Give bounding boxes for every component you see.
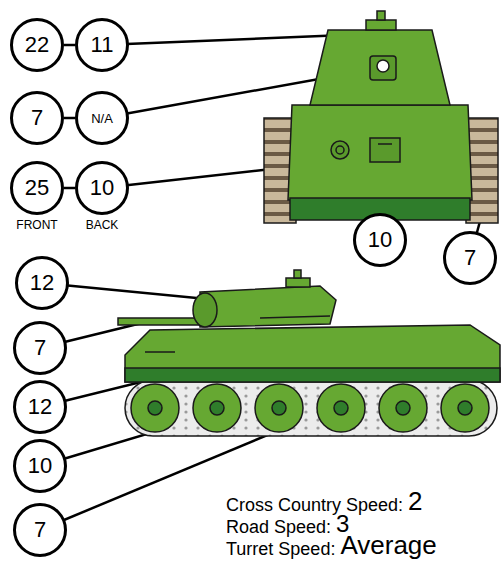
connector-line [64, 44, 75, 47]
circle-shape [17, 258, 68, 309]
rear-exhaust-inner [336, 146, 344, 154]
main-gun [118, 318, 202, 325]
view-label: BACK [86, 219, 119, 231]
side-hull [125, 325, 500, 382]
armor-value: 7 [31, 107, 43, 129]
road-wheel [255, 384, 303, 432]
wheel-hubs [148, 401, 472, 415]
turret-seam [260, 316, 330, 318]
armor-value: 25 [25, 177, 49, 199]
road-wheel [379, 384, 427, 432]
armor-value-circle: 7 [13, 503, 67, 557]
road-wheel [193, 384, 241, 432]
armor-value-circle: 10 [353, 213, 407, 267]
rear-turret [310, 30, 450, 105]
wheel-hub [334, 401, 348, 415]
wheel-hub [210, 401, 224, 415]
side-track [125, 380, 497, 436]
armor-value-circle: 12 [13, 380, 67, 434]
rear-hull [288, 105, 472, 200]
turret-port [377, 60, 389, 72]
side-turret [200, 286, 336, 327]
armor-value: 12 [28, 396, 52, 418]
wheel-hub [396, 401, 410, 415]
circle-shape [77, 93, 128, 144]
tank-rear-view [264, 11, 498, 223]
connector-line [64, 187, 75, 190]
armor-value: 10 [28, 455, 52, 477]
stat-label: Road Speed: [226, 518, 331, 536]
stat-label: 2 [408, 488, 422, 514]
wheel-hub [272, 401, 286, 415]
armor-value: 12 [30, 272, 54, 294]
side-periscope [294, 270, 301, 278]
stat-label: Average [340, 532, 436, 558]
armor-value: 10 [90, 177, 114, 199]
road-wheels [131, 384, 489, 432]
armor-value: 22 [25, 34, 49, 56]
armor-value: 7 [34, 519, 46, 541]
circle-shape [12, 20, 63, 71]
armor-value-circle: 22 [10, 18, 64, 72]
armor-value-circle: 12 [15, 256, 69, 310]
armor-value-circle: N/A [75, 91, 129, 145]
armor-value-circle: 7 [13, 321, 67, 375]
armor-value-circle: 7 [443, 231, 497, 285]
circle-shape [15, 505, 66, 556]
circle-shape [77, 20, 128, 71]
armor-value-circle: 11 [75, 18, 129, 72]
side-lower-band [125, 368, 500, 382]
rear-hatch [370, 138, 400, 162]
rear-cupola [366, 20, 396, 30]
rear-exhaust [331, 141, 349, 159]
wheel-hub [458, 401, 472, 415]
circle-shape [15, 323, 66, 374]
circle-shape [355, 215, 406, 266]
circle-shape [12, 163, 63, 214]
circle-shape [15, 382, 66, 433]
circle-shape [15, 441, 66, 492]
armor-value-circle: 25 [10, 161, 64, 215]
stat-label: Turret Speed: [226, 540, 335, 558]
connector-line [64, 117, 75, 120]
leader-line [102, 35, 345, 45]
tank-side-view [118, 270, 500, 436]
circle-shape [77, 163, 128, 214]
armor-value-circle: 7 [10, 91, 64, 145]
armor-value: 10 [368, 229, 392, 251]
rear-hatch-handle [378, 143, 392, 145]
hull-gun-port [145, 351, 175, 353]
armor-value: N/A [91, 112, 113, 125]
rear-periscope [377, 11, 385, 20]
circle-shape [445, 233, 496, 284]
armor-value-circle: 10 [13, 439, 67, 493]
turret-port-plate [370, 56, 396, 80]
leader-lines [40, 35, 482, 530]
road-wheel [441, 384, 489, 432]
armor-value: 7 [34, 337, 46, 359]
armor-value: 11 [91, 34, 114, 56]
circle-shape [12, 93, 63, 144]
stat-label: Cross Country Speed: [226, 496, 403, 514]
side-cupola [286, 278, 310, 287]
road-wheel [131, 384, 179, 432]
wheel-hub [148, 401, 162, 415]
armor-value-circle: 10 [75, 161, 129, 215]
armor-value: 7 [464, 247, 476, 269]
view-label: FRONT [16, 219, 57, 231]
gun-mantlet [193, 293, 217, 327]
road-wheel [317, 384, 365, 432]
